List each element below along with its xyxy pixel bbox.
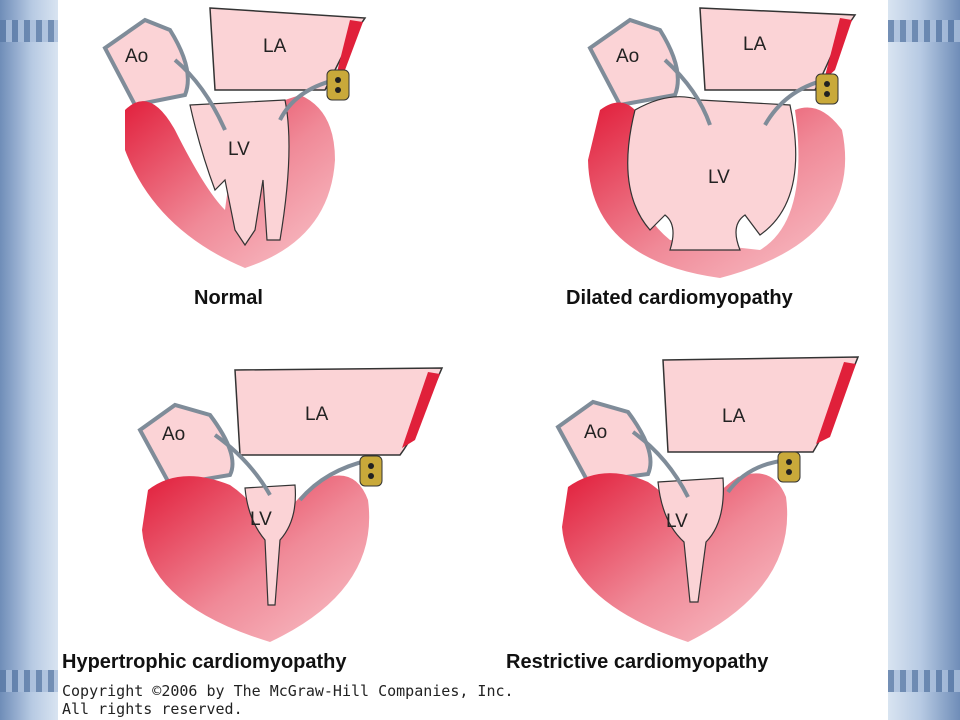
copyright-line-2: All rights reserved. <box>62 700 243 718</box>
la-label: LA <box>722 406 746 427</box>
normal-heart-diagram: Ao LA LV <box>102 7 367 268</box>
lv-wall <box>142 475 370 642</box>
av-node <box>326 69 350 101</box>
dilated-caption: Dilated cardiomyopathy <box>566 287 793 309</box>
la-wall <box>402 372 440 448</box>
normal-caption: Normal <box>194 287 263 309</box>
lv-wall <box>588 102 846 278</box>
restrictive-heart-diagram: Ao LA LV <box>555 356 860 642</box>
copyright-notice: Copyright ©2006 by The McGraw-Hill Compa… <box>62 682 514 718</box>
left-slide-border <box>0 0 58 720</box>
lv-cavity <box>657 477 724 603</box>
la-wall <box>335 20 363 80</box>
aorta <box>102 17 190 108</box>
hypertrophic-caption: Hypertrophic cardiomyopathy <box>62 651 347 673</box>
lv-label: LV <box>666 511 688 532</box>
restrictive-caption: Restrictive cardiomyopathy <box>506 651 769 673</box>
lv-label: LV <box>228 139 250 160</box>
lv-cavity <box>189 99 290 247</box>
right-slide-border <box>888 0 960 720</box>
left-atrium <box>662 356 860 453</box>
aortic-valve <box>173 58 227 131</box>
lv-cavity <box>244 484 297 606</box>
av-node <box>815 73 839 105</box>
av-node <box>359 455 383 487</box>
av-node <box>777 451 801 483</box>
la-label: LA <box>743 34 767 55</box>
ao-label: Ao <box>162 424 185 445</box>
aortic-valve <box>631 430 690 498</box>
aorta <box>587 17 680 108</box>
lv-label: LV <box>708 167 730 188</box>
dilated-heart-diagram: Ao LA LV <box>587 7 857 278</box>
la-wall <box>824 18 852 80</box>
aortic-valve <box>213 433 272 496</box>
lv-label: LV <box>250 509 272 530</box>
ao-label: Ao <box>584 422 607 443</box>
la-wall <box>816 362 856 444</box>
copyright-line-1: Copyright ©2006 by The McGraw-Hill Compa… <box>62 682 514 700</box>
la-label: LA <box>263 36 287 57</box>
la-label: LA <box>305 404 329 425</box>
ao-label: Ao <box>125 46 148 67</box>
hypertrophic-heart-diagram: Ao LA LV <box>137 367 444 642</box>
aortic-valve <box>663 58 712 126</box>
ao-label: Ao <box>616 46 639 67</box>
aorta <box>137 402 235 488</box>
aorta <box>555 399 653 485</box>
lv-wall <box>562 473 788 642</box>
